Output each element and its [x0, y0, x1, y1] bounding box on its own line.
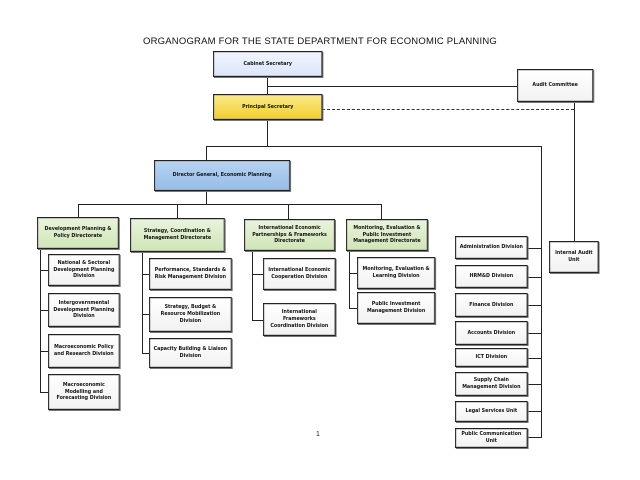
connector-support-2 — [528, 277, 541, 279]
cabinet-secretary-box: Cabinet Secretary — [213, 51, 323, 77]
connector-dir4-div1 — [349, 273, 357, 275]
division-label: Capacity Building & Liaison Division — [153, 346, 228, 359]
directorate-box: Monitoring, Evaluation & Public Investme… — [346, 219, 428, 251]
support-unit-label: Supply Chain Management Division — [462, 377, 521, 390]
connector-cs-ps — [267, 77, 269, 94]
support-unit-box: ICT Division — [455, 348, 528, 367]
support-unit-label: Finance Division — [469, 301, 514, 308]
support-unit-label: Accounts Division — [467, 329, 516, 336]
division-label: Monitoring, Evaluation & Learning Divisi… — [362, 266, 430, 279]
connector-dir3 — [288, 204, 290, 219]
division-box: Monitoring, Evaluation & Learning Divisi… — [357, 257, 436, 289]
connector-dir2-div2 — [142, 314, 149, 316]
division-label: International Economic Cooperation Divis… — [268, 267, 331, 280]
audit-committee-box: Audit Committee — [517, 69, 594, 102]
division-label: Macroeconomic Policy and Research Divisi… — [54, 344, 114, 357]
support-unit-label: Legal Services Unit — [465, 408, 518, 415]
connector-support-5 — [528, 358, 541, 360]
connector-ps-branch — [206, 146, 542, 148]
connector-dir1-div4 — [40, 392, 48, 394]
division-label: Strategy, Budget & Resource Mobilization… — [160, 304, 221, 324]
division-label: International Frameworks Coordination Di… — [270, 309, 329, 329]
support-unit-label: Public Communication Unit — [461, 431, 522, 444]
directorate-box: International Economic Partnerships & Fr… — [244, 219, 336, 251]
division-box: Intergovernmental Development Planning D… — [48, 293, 120, 327]
support-unit-box: Accounts Division — [455, 321, 528, 345]
directorate-label: International Economic Partnerships & Fr… — [252, 224, 327, 245]
support-unit-box: Supply Chain Management Division — [455, 372, 528, 396]
division-box: National & Sectoral Development Planning… — [48, 254, 120, 286]
directorate-box: Strategy, Coordination & Management Dire… — [130, 218, 225, 252]
division-box: International Economic Cooperation Divis… — [263, 258, 336, 290]
support-unit-box: Administration Division — [455, 236, 528, 259]
support-unit-label: ICT Division — [475, 354, 508, 361]
connector-dir1-div3 — [40, 351, 48, 353]
division-label: Public Investment Management Division — [366, 301, 426, 314]
page-number: 1 — [316, 431, 320, 438]
connector-support-8 — [528, 437, 541, 439]
division-label: National & Sectoral Development Planning… — [53, 259, 115, 280]
division-box: International Frameworks Coordination Di… — [263, 303, 336, 336]
division-box: Macroeconomic Policy and Research Divisi… — [48, 334, 120, 368]
directorate-label: Strategy, Coordination & Management Dire… — [143, 228, 212, 241]
page-title: ORGANOGRAM FOR THE STATE DEPARTMENT FOR … — [143, 36, 497, 47]
connector-dir4 — [381, 204, 383, 219]
connector-ps-down — [267, 120, 269, 146]
division-label: Performance, Standards & Risk Management… — [154, 267, 227, 280]
division-label: Macroeconomic Modelling and Forecasting … — [56, 381, 112, 402]
connector-dir1-div2 — [40, 310, 48, 312]
director-general-box: Director General, Economic Planning — [154, 160, 291, 191]
support-unit-label: HRM&D Division — [469, 273, 514, 280]
connector-dg-down — [206, 191, 208, 204]
division-box: Performance, Standards & Risk Management… — [149, 258, 232, 290]
connector-dir1-spine — [40, 249, 42, 392]
connector-dir2-spine — [142, 252, 144, 353]
directorate-label: Monitoring, Evaluation & Public Investme… — [353, 224, 421, 245]
connector-dir3-spine — [252, 251, 254, 320]
connector-dir3-div2 — [252, 320, 263, 322]
connector-dir4-div2 — [349, 308, 357, 310]
division-box: Capacity Building & Liaison Division — [149, 338, 232, 368]
division-box: Macroeconomic Modelling and Forecasting … — [48, 374, 120, 410]
connector-ps-audit-dashed — [322, 109, 574, 110]
connector-support-spine — [541, 146, 543, 438]
connector-dir2-div3 — [142, 353, 149, 355]
connector-directorates-branch — [78, 204, 381, 206]
connector-support-1 — [528, 248, 541, 250]
internal-audit-label: Internal Audit Unit — [555, 250, 593, 263]
support-unit-label: Administration Division — [459, 244, 523, 251]
principal-secretary-label: Principal Secretary — [242, 103, 294, 110]
principal-secretary-box: Principal Secretary — [213, 94, 323, 120]
connector-audit-internal — [574, 102, 576, 241]
support-unit-box: Finance Division — [455, 293, 528, 317]
connector-dir3-div1 — [252, 274, 263, 276]
connector-dir1 — [78, 204, 80, 217]
directorate-box: Development Planning & Policy Directorat… — [37, 217, 119, 249]
connector-dir2-div1 — [142, 274, 149, 276]
directorate-label: Development Planning & Policy Directorat… — [44, 226, 112, 239]
support-unit-box: Public Communication Unit — [455, 428, 528, 448]
support-unit-box: HRM&D Division — [455, 265, 528, 288]
division-label: Intergovernmental Development Planning D… — [53, 299, 115, 320]
connector-support-6 — [528, 384, 541, 386]
connector-cs-audit — [267, 86, 517, 88]
director-general-label: Director General, Economic Planning — [172, 172, 272, 179]
division-box: Strategy, Budget & Resource Mobilization… — [149, 297, 232, 332]
division-box: Public Investment Management Division — [357, 292, 436, 324]
connector-support-3 — [528, 305, 541, 307]
internal-audit-box: Internal Audit Unit — [549, 241, 599, 273]
connector-dir1-div1 — [40, 270, 48, 272]
audit-committee-label: Audit Committee — [532, 82, 578, 89]
connector-support-4 — [528, 333, 541, 335]
support-unit-box: Legal Services Unit — [455, 401, 528, 422]
connector-dir2 — [177, 204, 179, 218]
connector-dg-up — [206, 146, 208, 160]
connector-support-7 — [528, 411, 541, 413]
cabinet-secretary-label: Cabinet Secretary — [243, 60, 292, 67]
connector-dir4-spine — [349, 251, 351, 308]
